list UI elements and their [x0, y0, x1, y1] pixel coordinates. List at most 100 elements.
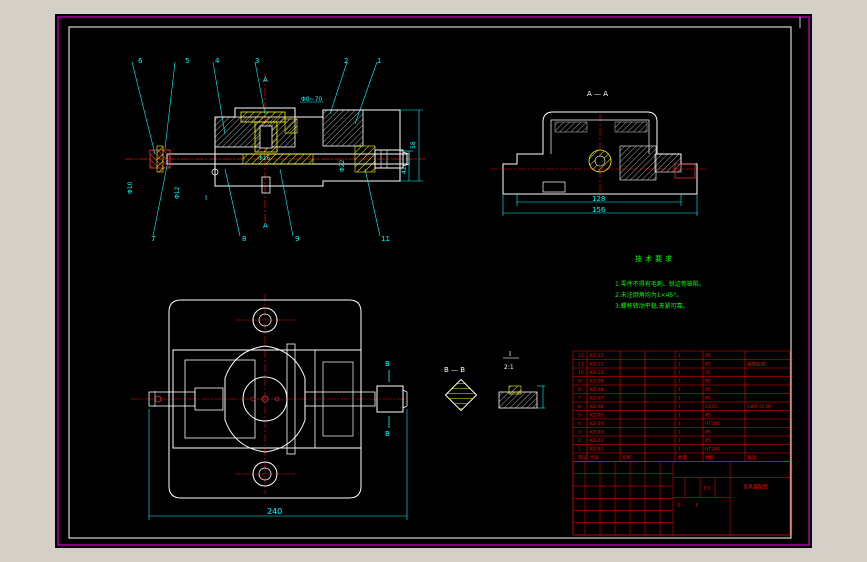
bom-row-qty: 1 — [678, 421, 681, 427]
bom-row-index: 3 — [578, 430, 581, 436]
tech-requirement-1: 1.零件不得有毛刺、锐边等缺陷。 — [615, 280, 705, 288]
cad-drawing: 6 5 4 3 2 1 7 8 9 11 Φ0~70 58 42 Φ16 Φ22… — [57, 16, 810, 546]
bom-row-material: HT200 — [705, 447, 720, 453]
bom-row-qty: 1 — [678, 413, 681, 419]
bom-row-index: 10 — [578, 370, 584, 376]
part-number-3: 3 — [255, 57, 259, 65]
bom-row-remark: 调质处理 — [747, 361, 765, 368]
bom-row-code: KZ-02 — [590, 438, 603, 444]
bom-row-qty: 1 — [678, 447, 681, 453]
title-sheet: 1 — [677, 503, 680, 509]
bom-row-code: KZ-08 — [590, 387, 603, 393]
detail-scale: 2:1 — [504, 364, 514, 371]
part-number-8: 8 — [242, 235, 246, 243]
bom-row-material: 45 — [705, 430, 711, 436]
bom-row-material: 45 — [705, 387, 711, 393]
outer-frame — [57, 16, 810, 546]
bom-row-material: 45 — [705, 396, 711, 402]
section-title-aa: A — A — [587, 90, 608, 98]
tech-requirement-3: 3.螺杆转动平稳,夹紧可靠。 — [615, 302, 689, 310]
bom-row-code: KZ-06 — [590, 404, 603, 410]
dim-height-58: 58 — [410, 141, 417, 149]
bom-row-index: 6 — [578, 404, 581, 410]
part-number-1: 1 — [377, 57, 381, 65]
title-scale: 1:1 — [703, 486, 710, 492]
bom-row-material: 45 — [705, 353, 711, 359]
bom-row-material: 45 — [705, 413, 711, 419]
bom-row-material: 45 — [705, 438, 711, 444]
section-a-top: A — [263, 76, 268, 84]
bom-row-code: KZ-05 — [590, 413, 603, 419]
bom-row-qty: 1 — [678, 379, 681, 385]
bom-row-material: HT200 — [705, 421, 720, 427]
section-view-aa: A — A 128 156 — [490, 90, 705, 216]
bom-row-index: 8 — [578, 387, 581, 393]
tech-requirement-2: 2.未注倒角均为1×45°。 — [615, 291, 682, 299]
detail-label-i: I — [205, 194, 207, 202]
bom-row-material: 材料 — [705, 454, 714, 461]
bom-row-code: 代号 — [590, 454, 599, 461]
bom-row-index: 1 — [578, 447, 581, 453]
title-quantity: 1 — [695, 503, 698, 509]
section-a-bottom: A — [263, 222, 268, 230]
part-number-11: 11 — [381, 235, 390, 243]
bom-row-qty: 数量 — [678, 454, 687, 461]
section-title-bb: B — B — [444, 366, 465, 374]
part-number-6: 6 — [138, 57, 143, 65]
bom-row-qty: 1 — [678, 370, 681, 376]
section-b-top: B — [385, 360, 390, 368]
bom-row-code: KZ-04 — [590, 421, 603, 427]
section-view-bb: B — B — [444, 366, 478, 412]
bom-row-name: 名称 — [622, 454, 631, 461]
dim-d12: Φ12 — [174, 186, 181, 199]
bom-row-code: KZ-10 — [590, 370, 603, 376]
part-number-7: 7 — [151, 235, 155, 243]
bom-row-code: KZ-12 — [590, 353, 603, 359]
part-number-5: 5 — [185, 57, 189, 65]
dim-d22: Φ22 — [339, 159, 346, 172]
part-number-4: 4 — [215, 57, 220, 65]
bom-row-qty: 1 — [678, 404, 681, 410]
bom-row-qty: 1 — [678, 362, 681, 368]
dim-bore-d16: Φ16 — [258, 155, 271, 162]
bom-row-material: 35 — [705, 370, 711, 376]
dim-d10: Φ10 — [127, 181, 134, 194]
dim-width-128: 128 — [592, 195, 605, 203]
bom-row-index: 5 — [578, 413, 581, 419]
bom-row-material: 45 — [705, 362, 711, 368]
plan-view: B B 240 — [131, 294, 408, 520]
cad-viewport[interactable]: 6 5 4 3 2 1 7 8 9 11 Φ0~70 58 42 Φ16 Φ22… — [55, 14, 812, 548]
part-number-2: 2 — [344, 57, 348, 65]
bom-row-code: KZ-01 — [590, 447, 603, 453]
bom-row-qty: 1 — [678, 353, 681, 359]
bom-row-material: 45 — [705, 379, 711, 385]
bom-row-qty: 1 — [678, 438, 681, 444]
bom-row-qty: 1 — [678, 430, 681, 436]
bom-row-material: Q235 — [705, 404, 717, 410]
bom-row-qty: 1 — [678, 396, 681, 402]
bom-row-remark: 备注 — [747, 454, 756, 461]
dim-height-42: 42 — [401, 166, 408, 174]
dim-width-156: 156 — [592, 206, 606, 214]
dim-width-240: 240 — [267, 507, 282, 516]
part-number-9: 9 — [295, 235, 299, 243]
bom-row-qty: 1 — [678, 387, 681, 393]
dim-fit-top: Φ0~70 — [301, 96, 322, 103]
bom-row-index: 序号 — [578, 454, 587, 461]
section-b-bottom: B — [385, 430, 390, 438]
bom-row-index: 7 — [578, 396, 581, 402]
front-view: 6 5 4 3 2 1 7 8 9 11 Φ0~70 58 42 Φ16 Φ22… — [125, 57, 425, 243]
bom-row-index: 2 — [578, 438, 581, 444]
tech-requirements: 技术要求 1.零件不得有毛刺、锐边等缺陷。 2.未注倒角均为1×45°。 3.螺… — [615, 254, 705, 310]
inner-frame — [68, 26, 792, 539]
bom-row-code: KZ-11 — [590, 362, 603, 368]
tech-requirements-title: 技术要求 — [635, 254, 675, 263]
title-drawing-name: 夹具装配图 — [743, 484, 768, 491]
bom-row-code: KZ-03 — [590, 430, 603, 436]
bom-row-index: 9 — [578, 379, 581, 385]
bom-row-code: KZ-07 — [590, 396, 603, 402]
bom-row-index: 11 — [578, 362, 584, 368]
bom-row-code: KZ-09 — [590, 379, 603, 385]
detail-view-i: I 2:1 — [498, 350, 545, 409]
